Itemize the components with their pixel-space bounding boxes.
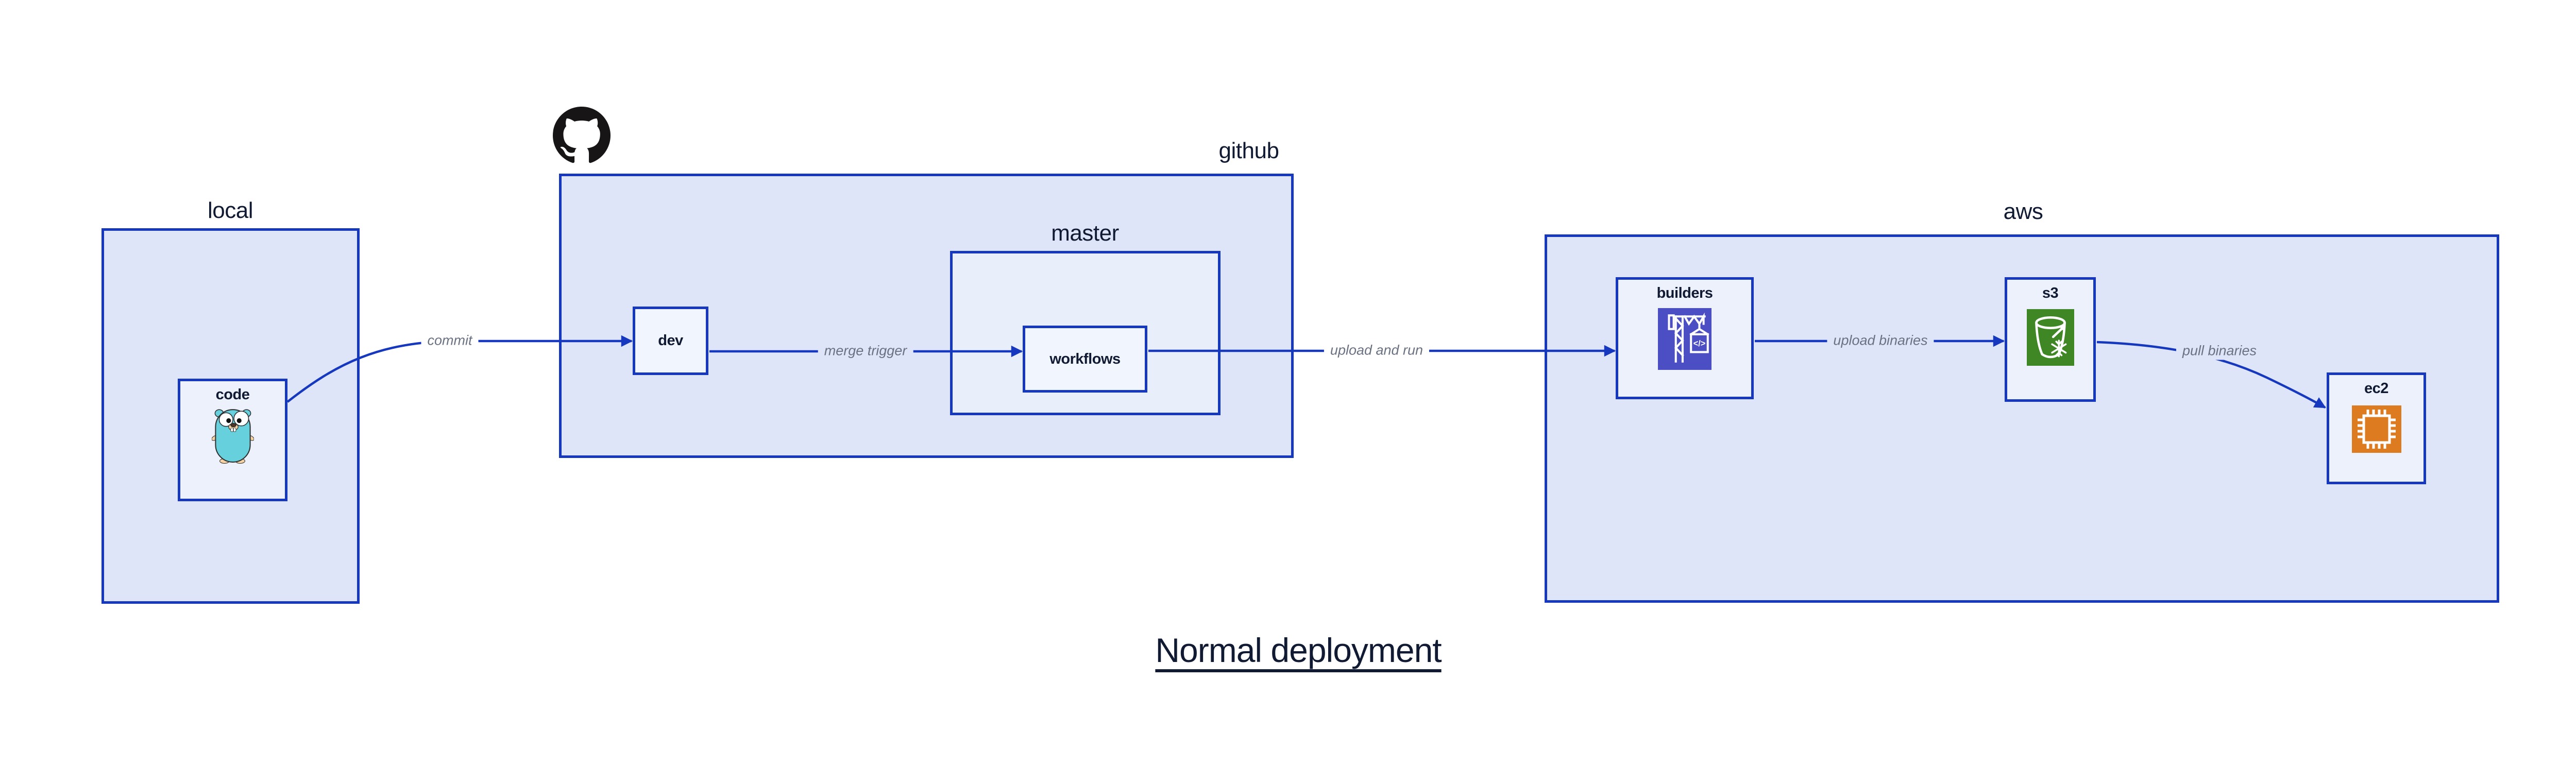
edge-label-pull-binaries: pull binaries <box>2176 342 2263 360</box>
s3-glacier-bucket-icon <box>2026 309 2074 366</box>
edge-label-commit: commit <box>421 331 479 350</box>
node-label-builders: builders <box>1656 285 1713 301</box>
node-workflows: workflows <box>1023 326 1147 393</box>
ec2-chip-icon <box>2351 405 2401 453</box>
node-label-s3: s3 <box>2042 285 2059 301</box>
edge-label-upload-binaries: upload binaries <box>1827 331 1934 350</box>
node-label-code: code <box>215 386 250 403</box>
group-label-master: master <box>1051 220 1119 246</box>
group-label-local: local <box>208 198 253 223</box>
node-code: code <box>178 379 287 501</box>
edge-label-merge-trigger: merge trigger <box>818 342 913 360</box>
group-label-github: github <box>1218 138 1279 163</box>
go-gopher-icon <box>211 406 254 464</box>
group-label-aws: aws <box>2003 199 2043 224</box>
node-label-workflows: workflows <box>1049 350 1121 367</box>
node-ec2: ec2 <box>2327 372 2426 484</box>
edge-label-upload-and-run: upload and run <box>1324 341 1430 360</box>
node-label-ec2: ec2 <box>2364 380 2388 397</box>
node-label-dev: dev <box>658 332 683 349</box>
codebuild-crane-icon: </> <box>1658 308 1711 370</box>
node-builders: builders </> <box>1616 277 1754 399</box>
github-octocat-icon <box>553 107 611 164</box>
svg-text:</>: </> <box>1693 339 1706 348</box>
page-title: Normal deployment <box>1155 631 1442 669</box>
node-s3: s3 <box>2005 277 2096 402</box>
node-dev: dev <box>633 307 708 375</box>
